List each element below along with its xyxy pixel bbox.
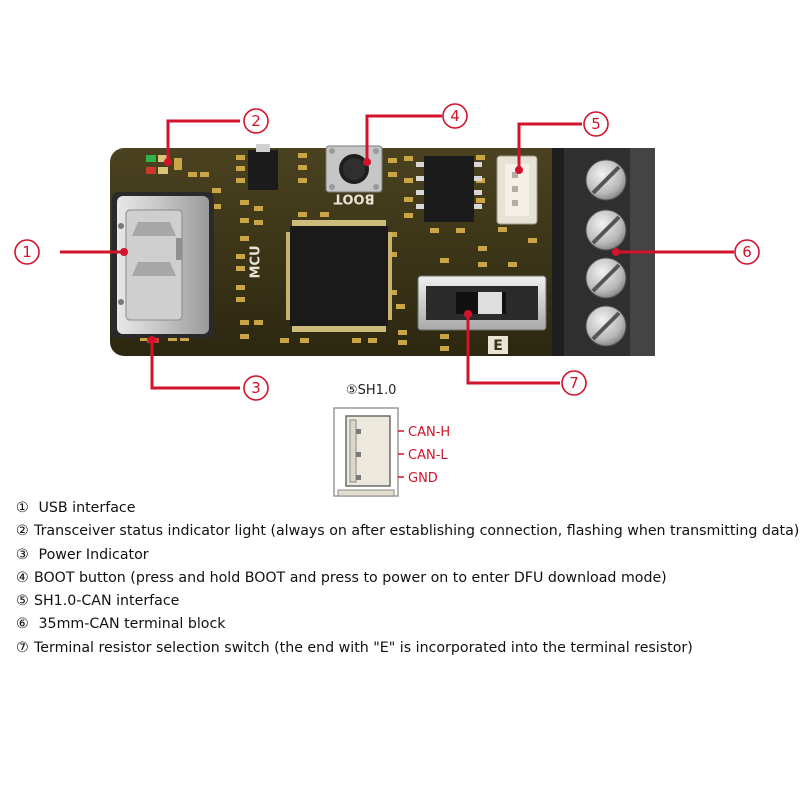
legend-item: ⑤ SH1.0-CAN interface [16,590,796,613]
callout-4: 4 [442,103,468,129]
legend-item: ⑥ 35mm-CAN terminal block [16,613,796,636]
usb-c-connector [112,192,214,338]
pin-label-can-l: CAN-L [408,448,448,463]
sh10-detail-title: ⑤SH1.0 [346,383,397,398]
legend-number: ⑦ [16,639,29,656]
callout-7: 7 [561,370,587,396]
boot-silkscreen-label: BOOT [333,191,374,206]
svg-text:6: 6 [742,243,752,261]
boot-button-component [325,145,383,193]
leader-2 [166,119,240,162]
leader-4 [365,114,442,162]
legend-text: BOOT button (press and hold BOOT and pre… [34,569,667,586]
legend-number: ⑤ [16,593,29,610]
switch-e-mark: E [493,338,503,354]
svg-text:2: 2 [251,112,261,130]
callout-1: 1 [14,239,40,265]
terminal-resistor-switch [417,275,547,331]
mcu-silkscreen-label: MCU [249,245,264,278]
legend-item: ④ BOOT button (press and hold BOOT and pr… [16,567,796,590]
legend-text: 35mm-CAN terminal block [38,616,226,633]
callout-5: 5 [583,111,609,137]
leader-7 [466,314,560,385]
pin-label-can-h: CAN-H [408,425,450,440]
legend-text: USB interface [38,500,136,516]
mcu-chip [286,220,392,332]
sh10-connector-component [496,155,538,225]
legend-number: ④ [16,569,29,586]
legend-number: ⑥ [16,616,29,633]
legend-number: ③ [16,546,29,563]
legend-item: ① USB interface [16,497,796,520]
legend-number: ① [16,500,29,516]
callout-3: 3 [243,375,269,401]
leader-5 [517,122,582,170]
legend-text: Transceiver status indicator light (alwa… [34,523,800,540]
callout-dots [120,158,620,344]
callout-6: 6 [734,239,760,265]
sh10-detail-drawing [333,407,404,497]
callout-leaders [60,114,734,390]
regulator-chip [248,144,278,190]
legend-number: ② [16,523,29,540]
svg-text:1: 1 [22,243,32,261]
legend-list: ① USB interface ② Transceiver status indi… [16,497,800,660]
leader-3 [150,340,240,390]
legend-text: Terminal resistor selection switch (the … [34,639,693,656]
legend-item: ② Transceiver status indicator light (alw… [16,520,800,543]
terminal-screws [585,159,627,347]
svg-text:4: 4 [450,107,460,125]
pin-label-gnd: GND [408,471,438,486]
legend-text: Power Indicator [38,546,149,563]
status-leds [146,155,182,174]
transceiver-chip [416,156,482,222]
svg-text:3: 3 [251,379,261,397]
legend-item: ⑦ Terminal resistor selection switch (the… [16,637,796,660]
callout-markers: 1 2 3 4 5 6 7 [14,103,760,401]
svg-text:7: 7 [569,374,579,392]
callout-2: 2 [243,108,269,134]
legend-item: ③ Power Indicator [16,544,796,567]
legend-text: SH1.0-CAN interface [34,593,180,610]
svg-text:5: 5 [591,115,601,133]
